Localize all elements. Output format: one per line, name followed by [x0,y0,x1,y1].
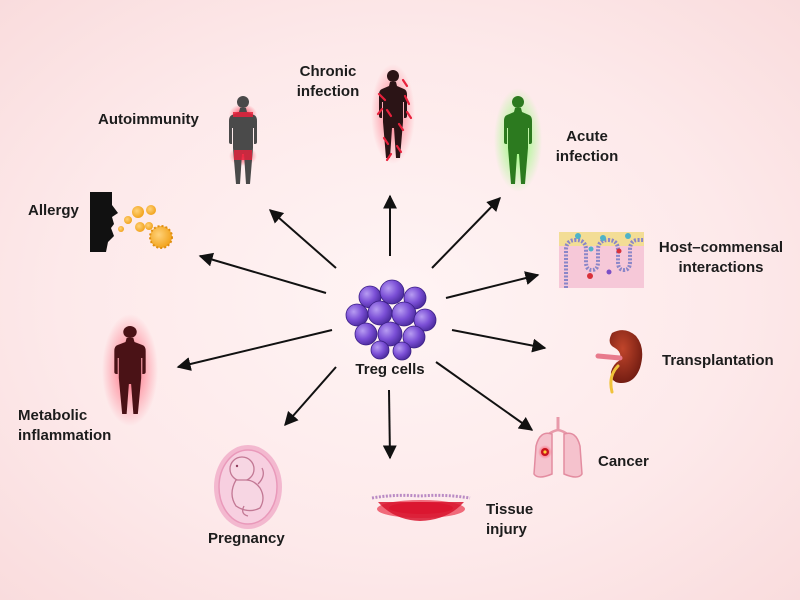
chronic-infection-label: Chronic infection [286,62,370,102]
acute-infection-figure-icon [494,88,542,192]
arrow-metabolic-inflammation [176,329,333,371]
arrow-acute-infection [431,196,501,269]
transplantation-label: Transplantation [662,352,774,369]
fetus-icon [214,445,282,529]
pollen-grain-icon [149,225,173,249]
arrows [176,194,547,460]
host-commensal-label: Host–commensal interactions [652,238,790,278]
host-commensal-villi-icon [559,232,644,288]
tissue-injury-label: Tissue injury [486,500,533,540]
treg-cells-label: Treg cells [355,361,425,378]
allergy-icon [90,192,173,252]
tumor-icon [538,445,552,459]
arrow-autoimmunity [268,209,337,269]
allergy-label: Allergy [28,202,79,219]
acute-infection-label-line2: infection [555,148,619,165]
kidney-icon [595,330,643,394]
chronic-infection-figure-icon [371,64,415,164]
metabolic-inflammation-label-line2: inflammation [18,427,112,444]
tissue-injury-label-line2: injury [486,521,527,538]
pregnancy-label: Pregnancy [208,530,285,547]
arrow-cancer [435,361,534,431]
acute-infection-label: Acute infection [547,127,627,167]
acute-infection-label-line1: Acute [566,128,608,145]
chronic-infection-label-line2: infection [296,83,360,100]
autoimmunity-figure-icon [229,96,257,184]
metabolic-inflammation-label-line1: Metabolic [18,407,88,424]
arrow-pregnancy [284,366,337,427]
tissue-injury-label-line1: Tissue [486,501,534,518]
metabolic-inflammation-figure-icon [102,314,158,426]
arrow-tissue-injury [382,389,397,460]
host-commensal-label-line1: Host–commensal [658,239,784,256]
tissue-injury-icon [371,493,471,521]
treg-cell-cluster [345,279,437,361]
metabolic-inflammation-label: Metabolic inflammation [18,406,111,446]
autoimmunity-label: Autoimmunity [98,111,199,128]
arrow-allergy [198,252,327,294]
cancer-label: Cancer [598,453,649,470]
arrow-transplantation [451,329,547,353]
host-commensal-label-line2: interactions [678,259,764,276]
lungs-icon [533,417,583,478]
arrow-host-commensal [445,271,540,299]
chronic-infection-label-line1: Chronic [299,63,357,80]
